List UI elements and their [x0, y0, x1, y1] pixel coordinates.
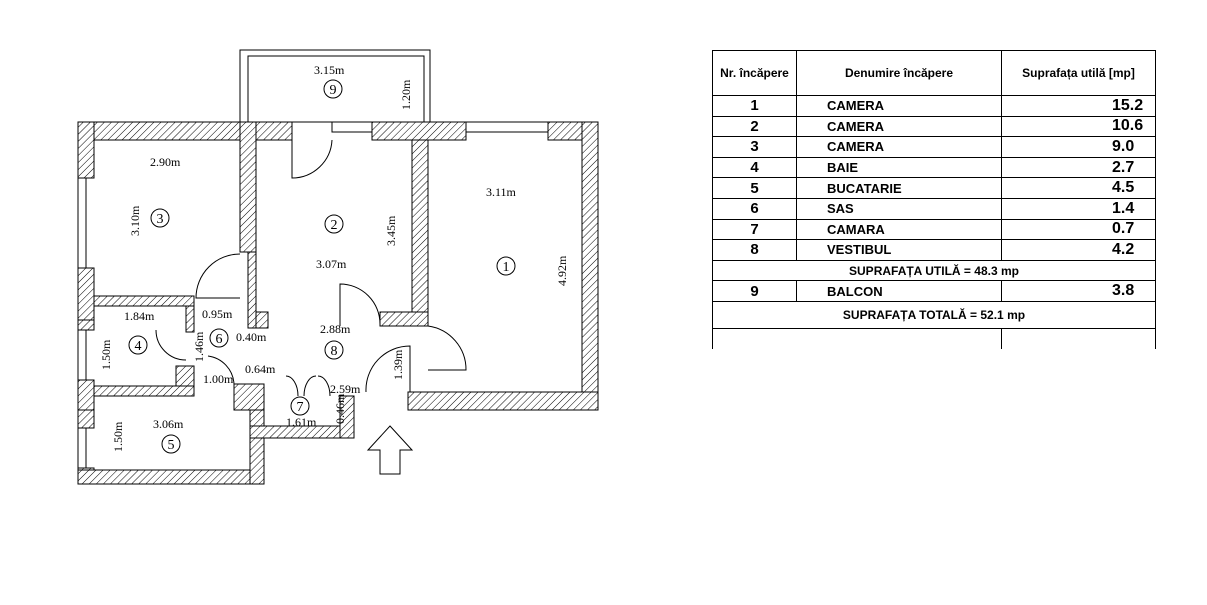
room-number-7: 7: [297, 400, 304, 415]
grand-total-row: SUPRAFAȚA TOTALĂ = 52.1 mp: [712, 300, 1156, 329]
grand-total-cell: SUPRAFAȚA TOTALĂ = 52.1 mp: [712, 300, 1156, 329]
grand-total-unit: mp: [1007, 307, 1026, 322]
room-markers: [128, 79, 516, 454]
room-number-6: 6: [216, 332, 223, 347]
tail-cell: [1001, 327, 1156, 349]
cell-name: VESTIBUL: [796, 239, 1002, 261]
dim-room3-width: 2.90m: [150, 155, 181, 169]
entrance-arrow-icon: [366, 425, 414, 475]
dim-room7-width: 1.61m: [286, 415, 317, 429]
cell-name: CAMERA: [796, 95, 1002, 117]
exterior-walls: [77, 121, 599, 485]
cell-name: SAS: [796, 197, 1002, 220]
table-row: 8 VESTIBUL 4.2: [712, 239, 1156, 261]
dim-room5-width: 3.06m: [153, 417, 184, 431]
header-room-nr: Nr. încăpere: [712, 50, 797, 96]
tail-cell: [712, 327, 797, 349]
cell-area: 0.7: [1001, 218, 1156, 241]
grand-total-value: 52.1: [980, 307, 1004, 322]
tail-cell: [796, 327, 1002, 349]
table-header: Nr. încăpere Denumire încăpere Suprafața…: [712, 50, 1156, 96]
cell-area: 10.6: [1001, 115, 1156, 138]
doors: [155, 139, 467, 397]
cell-nr: 1: [712, 95, 797, 117]
dim-balcony-width: 3.15m: [314, 63, 345, 77]
table-row: 7 CAMARA 0.7: [712, 218, 1156, 241]
cell-name: BALCON: [796, 280, 1002, 302]
balcony: [239, 49, 431, 123]
room-number-5: 5: [168, 438, 175, 453]
useful-total-cell: SUPRAFAȚA UTILĂ = 48.3 mp: [712, 259, 1156, 282]
cell-nr: 2: [712, 115, 797, 138]
useful-total-value: 48.3: [974, 263, 998, 278]
cell-area: 9.0: [1001, 136, 1156, 158]
dim-balcony-height: 1.20m: [399, 79, 413, 110]
dim-room4-width: 1.84m: [124, 309, 155, 323]
cell-name: BUCATARIE: [796, 177, 1002, 199]
useful-total-unit: mp: [1000, 263, 1019, 278]
room-number-8: 8: [331, 344, 338, 359]
table-row: 2 CAMERA 10.6: [712, 115, 1156, 138]
cell-name: CAMERA: [796, 115, 1002, 138]
dim-room8-width: 2.88m: [320, 322, 351, 336]
room-number-9: 9: [330, 83, 337, 98]
dim-room5-height: 1.50m: [111, 421, 125, 452]
cell-name: BAIE: [796, 156, 1002, 179]
cell-area: 2.7: [1001, 156, 1156, 179]
cell-nr: 6: [712, 197, 797, 220]
dim-room6-height: 1.46m: [192, 331, 206, 362]
table-row: 3 CAMERA 9.0: [712, 136, 1156, 158]
header-useful-area: Suprafața utilă [mp]: [1001, 50, 1156, 96]
cell-nr: 3: [712, 136, 797, 158]
dim-room7-a: 0.64m: [245, 362, 276, 376]
useful-total-label: SUPRAFAȚA UTILĂ =: [849, 263, 971, 278]
dim-room1-width: 3.11m: [486, 185, 517, 199]
interior-walls: [93, 121, 429, 397]
room-number-3: 3: [157, 212, 164, 227]
balcony-row: 9 BALCON 3.8: [712, 280, 1156, 302]
room-number-2: 2: [331, 218, 338, 233]
cell-area: 1.4: [1001, 197, 1156, 220]
cell-nr: 5: [712, 177, 797, 199]
table-row: 4 BAIE 2.7: [712, 156, 1156, 179]
cell-area: 4.2: [1001, 239, 1156, 261]
room-number-4: 4: [135, 339, 142, 354]
dim-room8-height: 1.39m: [391, 349, 405, 380]
area-table: Nr. încăpere Denumire încăpere Suprafața…: [712, 50, 1156, 349]
windows: [77, 121, 549, 469]
dim-room6-b: 1.00m: [203, 372, 234, 386]
cell-name: CAMARA: [796, 218, 1002, 241]
cell-area: 15.2: [1001, 95, 1156, 117]
dim-room6-width2: 0.40m: [236, 330, 267, 344]
dim-room1-height: 4.92m: [555, 255, 569, 286]
dim-room3-height: 3.10m: [128, 205, 142, 236]
cell-name: CAMERA: [796, 136, 1002, 158]
table-row: 1 CAMERA 15.2: [712, 95, 1156, 117]
grand-total-label: SUPRAFAȚA TOTALĂ =: [842, 307, 978, 322]
cell-nr: 8: [712, 239, 797, 261]
dim-room4-height: 1.50m: [99, 339, 113, 370]
cell-area: 4.5: [1001, 177, 1156, 199]
cell-nr: 4: [712, 156, 797, 179]
room-number-1: 1: [503, 260, 510, 275]
dim-room6-width: 0.95m: [202, 307, 233, 321]
cell-nr: 7: [712, 218, 797, 241]
table-row: 6 SAS 1.4: [712, 197, 1156, 220]
floor-plan: 1 2 3 4 5 6 7 8 9 3.15m 1.20m 2.90m 3.10…: [77, 49, 599, 485]
dim-room8-b: 2.59m: [330, 382, 361, 396]
cell-area: 3.8: [1001, 280, 1156, 302]
header-room-name: Denumire încăpere: [796, 50, 1002, 96]
useful-total-row: SUPRAFAȚA UTILĂ = 48.3 mp: [712, 259, 1156, 282]
dim-room2-height: 3.45m: [384, 215, 398, 246]
table-row: 5 BUCATARIE 4.5: [712, 177, 1156, 199]
dim-room2-width: 3.07m: [316, 257, 347, 271]
dim-room7-height: 0.46m: [333, 393, 347, 424]
cell-nr: 9: [712, 280, 797, 302]
table-tail: [712, 327, 1156, 349]
